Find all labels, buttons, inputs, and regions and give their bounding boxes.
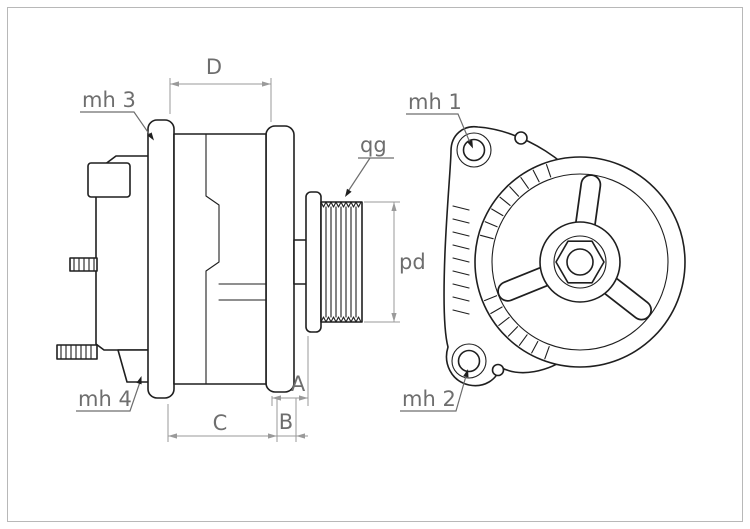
shaft-boss (553, 235, 607, 289)
stator-body (173, 133, 267, 385)
dim-b: B (277, 398, 308, 442)
front-bracket-flange (147, 119, 175, 399)
small-hole-top (514, 131, 528, 145)
dim-a-arrow-right (299, 395, 308, 401)
mounting-lug (117, 349, 151, 383)
leader-mh4-line (76, 381, 141, 412)
small-hole-bottom (491, 363, 505, 377)
mounting-hole-2 (457, 349, 481, 373)
mounting-boss-2 (451, 343, 487, 379)
pulley-serration-top (320, 201, 362, 208)
stud-lower-threads (60, 344, 92, 360)
qg-label: qg (360, 133, 387, 157)
rear-bracket-flange (265, 125, 295, 393)
pulley-flange (305, 191, 322, 333)
leader-qg-arrow (345, 188, 352, 197)
dimensions: D A C B pd qg (76, 55, 473, 442)
leader-mh1-arrow (467, 140, 473, 149)
stud-upper-threads (73, 257, 95, 272)
mh2-label: mh 2 (402, 387, 456, 411)
leader-mh2: mh 2 (400, 369, 469, 412)
dim-b-arrow-right (296, 433, 305, 439)
leader-mh4-arrow (136, 376, 142, 385)
pulley-groove-lines (325, 206, 357, 318)
housing-contour (205, 133, 220, 385)
dim-pd: pd (364, 201, 426, 323)
shaft-end (566, 248, 594, 276)
dim-pd-label: pd (399, 250, 426, 274)
pulley-face-inner (491, 173, 669, 351)
mh1-label: mh 1 (408, 90, 462, 114)
vent-slots-housing (452, 205, 470, 315)
leader-qg: qg (345, 133, 394, 197)
leader-mh1: mh 1 (406, 90, 473, 149)
vent-slots-rim (479, 164, 552, 360)
pulley-serration-bottom (320, 316, 362, 323)
mounting-hole-1 (462, 138, 486, 162)
dim-d-arrow-left (170, 81, 179, 87)
leader-qg-line (346, 157, 394, 194)
leader-mh3-arrow (147, 132, 154, 141)
side-view (56, 119, 363, 399)
dim-d-label: D (206, 55, 222, 79)
dim-d: D (169, 55, 272, 122)
spokes (497, 174, 652, 321)
dim-d-lines (169, 78, 272, 122)
dim-c-lines (167, 398, 278, 442)
leader-mh3: mh 3 (80, 88, 154, 141)
terminal-block (87, 162, 131, 198)
mh3-label: mh 3 (82, 88, 136, 112)
dim-a-label: A (291, 372, 306, 396)
front-view (443, 126, 686, 387)
dim-pd-lines (364, 201, 400, 323)
mh4-label: mh 4 (78, 387, 132, 411)
leader-mh4: mh 4 (76, 376, 142, 412)
through-bolt-lines (218, 283, 267, 301)
leader-mh1-line (406, 113, 472, 146)
dim-c-arrow-right (268, 433, 277, 439)
leader-mh2-line (400, 375, 467, 412)
stud-lower (56, 344, 98, 360)
dim-c: C (167, 398, 278, 442)
dim-pd-arrow-bottom (391, 313, 397, 322)
dim-c-arrow-left (168, 433, 177, 439)
shaft (293, 239, 308, 285)
leader-mh3-line (80, 111, 153, 139)
dim-b-label: B (279, 410, 293, 434)
dim-d-arrow-right (262, 81, 271, 87)
leader-mh2-arrow (463, 369, 469, 378)
dim-pd-arrow-top (391, 202, 397, 211)
drawing-border (7, 7, 743, 522)
dim-c-label: C (213, 411, 228, 435)
mounting-boss-1 (456, 132, 492, 168)
